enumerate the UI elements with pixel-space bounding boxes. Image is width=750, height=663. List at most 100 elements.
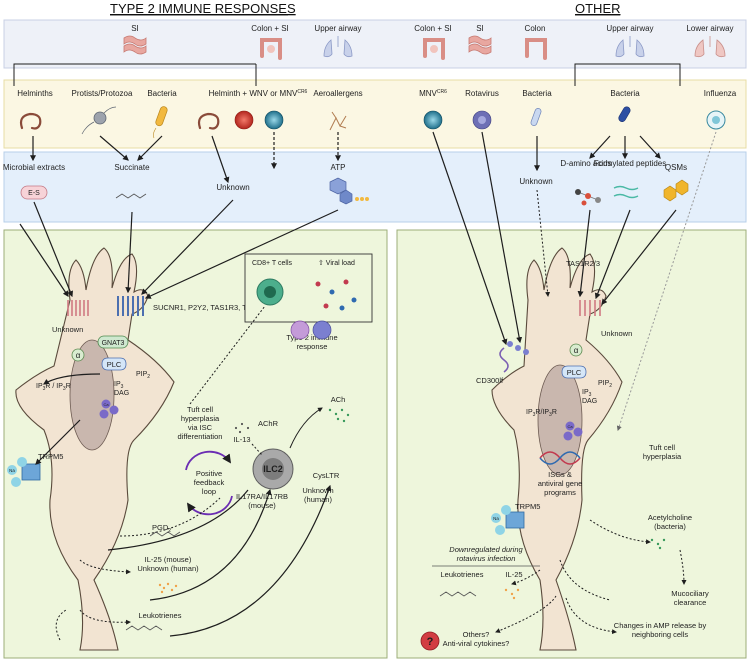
left-alpha-subunit xyxy=(71,348,85,362)
hyperplasia-line-4: differentiation xyxy=(178,432,223,441)
ligand-succinate: Succinate xyxy=(114,163,150,172)
acetylcholine-1: Acetylcholine xyxy=(648,513,692,522)
type2-immune-cells-icon xyxy=(290,320,332,340)
bacteria-rod-icon xyxy=(153,106,168,139)
leukotriene-molecule-left-icon xyxy=(125,625,163,631)
pgd2-molecule-icon xyxy=(149,531,181,537)
leukotrienes-label-right: Leukotrienes xyxy=(441,570,484,579)
succinate-molecule-icon xyxy=(115,193,147,199)
pgd2-label: PGD2 xyxy=(152,523,171,534)
right-ca-label: Ca xyxy=(567,424,573,429)
leukotriene-molecule-right-icon xyxy=(439,591,477,597)
il25-dots-icon xyxy=(158,582,178,594)
il17-line-1: IL17RA/IL17RB xyxy=(236,492,288,501)
lung-pink-icon xyxy=(694,36,726,58)
microbe-bacteria-3: Bacteria xyxy=(610,89,640,98)
gnat3-badge xyxy=(97,335,129,349)
achr-label: AChR xyxy=(258,419,279,428)
amp-line-2: neighboring cells xyxy=(632,630,689,639)
ilc2-nucleus xyxy=(262,458,284,480)
mucociliary-1: Mucociliary xyxy=(671,589,709,598)
right-dag: DAG xyxy=(582,398,597,405)
downreg-line-2: rotavirus infection xyxy=(457,554,516,563)
il25-right-dots-icon xyxy=(504,588,520,600)
mnv-virus-icon xyxy=(264,110,443,130)
microbe-bacteria-2: Bacteria xyxy=(522,89,552,98)
ilc2-label: ILC2 xyxy=(263,464,283,474)
right-alpha-label: α xyxy=(574,346,579,355)
left-gpcr-receptor-icon xyxy=(117,296,144,316)
ligand-d-amino: D-amino acids xyxy=(560,159,611,168)
isgs-line-3: programs xyxy=(544,488,576,497)
right-tas1r-receptor-icon xyxy=(579,300,601,316)
hyperplasia-line-2: hyperplasia xyxy=(181,414,220,423)
left-plc-label: PLC xyxy=(107,360,122,369)
left-ip3: IP3 xyxy=(114,381,124,390)
viral-load-label: ⇧ Viral load xyxy=(318,259,355,267)
unknown-human-2: (human) xyxy=(304,495,332,504)
il25-line-2: Unknown (human) xyxy=(137,564,199,573)
ligand-formylated: Formylated peptides xyxy=(594,159,666,168)
left-ip3r: IP3R / IP3R xyxy=(36,383,71,392)
right-calcium-icon xyxy=(563,421,583,441)
ligand-unknown-2: Unknown xyxy=(519,177,552,186)
bacteria-blue-icon xyxy=(530,106,631,126)
acetylcholine-2: (bacteria) xyxy=(654,522,686,531)
right-ip3: IP3 xyxy=(582,389,592,398)
qsm-icon xyxy=(663,179,689,202)
amp-line-1: Changes in AMP release by xyxy=(614,621,707,630)
right-trpm5-channel xyxy=(505,511,525,529)
right-sodium-icon xyxy=(491,505,511,535)
right-ip3r: IP3R/IP3R xyxy=(526,409,557,418)
left-na-label: Na xyxy=(9,468,15,473)
il17-line-2: (mouse) xyxy=(248,501,276,510)
left-receptors-label: SUCNR1, P2Y2, TAS1R3, TAS2R xyxy=(153,303,266,312)
feedback-line-3: loop xyxy=(202,487,216,496)
cd300lf-receptor-icon xyxy=(499,347,509,373)
formylated-peptide-icon xyxy=(613,185,639,199)
organ-lower-airway: Lower airway xyxy=(686,24,733,33)
rotavirus-icon xyxy=(472,110,492,130)
il25-line-1: IL-25 (mouse) xyxy=(145,555,192,564)
left-trpm5-channel xyxy=(21,463,41,481)
tas1r-label: TAS1R2/3 xyxy=(566,259,600,268)
isgs-line-2: antiviral gene xyxy=(538,479,583,488)
leukotrienes-label-left: Leukotrienes xyxy=(139,611,182,620)
lung-icon xyxy=(323,36,645,58)
organ-upper-airway-2: Upper airway xyxy=(606,24,653,33)
left-unknown-label: Unknown xyxy=(52,325,83,334)
left-trpm5-label: TRPM5 xyxy=(38,452,63,461)
organ-upper-airway-1: Upper airway xyxy=(314,24,361,33)
red-virus-icon xyxy=(234,110,254,130)
il13-label: IL-13 xyxy=(233,435,250,444)
left-alpha-label: α xyxy=(76,351,81,360)
right-plc-label: PLC xyxy=(567,368,582,377)
mucociliary-2: clearance xyxy=(674,598,707,607)
right-alpha-subunit xyxy=(569,343,583,357)
right-hyperplasia-1: Tuft cell xyxy=(649,443,675,452)
feedback-line-1: Positive xyxy=(196,469,222,478)
ligand-microbial-extracts: Microbial extracts xyxy=(3,163,65,172)
helminth-icon xyxy=(19,112,220,130)
heading-other: OTHER xyxy=(575,1,621,16)
ligand-qsms: QSMs xyxy=(665,163,687,172)
right-pip2: PIP2 xyxy=(598,380,612,389)
il13-dots-icon xyxy=(234,422,250,434)
microbe-helminths: Helminths xyxy=(17,89,53,98)
influenza-icon xyxy=(706,110,726,130)
unknown-human-1: Unknown xyxy=(302,486,333,495)
ligand-atp: ATP xyxy=(331,163,346,172)
gnat3-label: GNAT3 xyxy=(102,340,125,347)
microbe-helminth-wnv: Helminth + WNV or MNVCR6 xyxy=(209,89,308,98)
heading-type2: TYPE 2 IMMUNE RESPONSES xyxy=(110,1,296,16)
right-hyperplasia-2: hyperplasia xyxy=(643,452,682,461)
feedback-loop-icon xyxy=(185,450,233,516)
colon-inner-icon xyxy=(267,45,438,53)
colon-icon xyxy=(260,38,547,60)
others-line-2: Anti-viral cytokines? xyxy=(443,639,510,648)
virus-particles-icon xyxy=(315,279,357,311)
type2-line-2: response xyxy=(297,342,328,351)
atp-molecule-icon xyxy=(329,177,369,205)
organ-colon-si-2: Colon + SI xyxy=(414,24,452,33)
